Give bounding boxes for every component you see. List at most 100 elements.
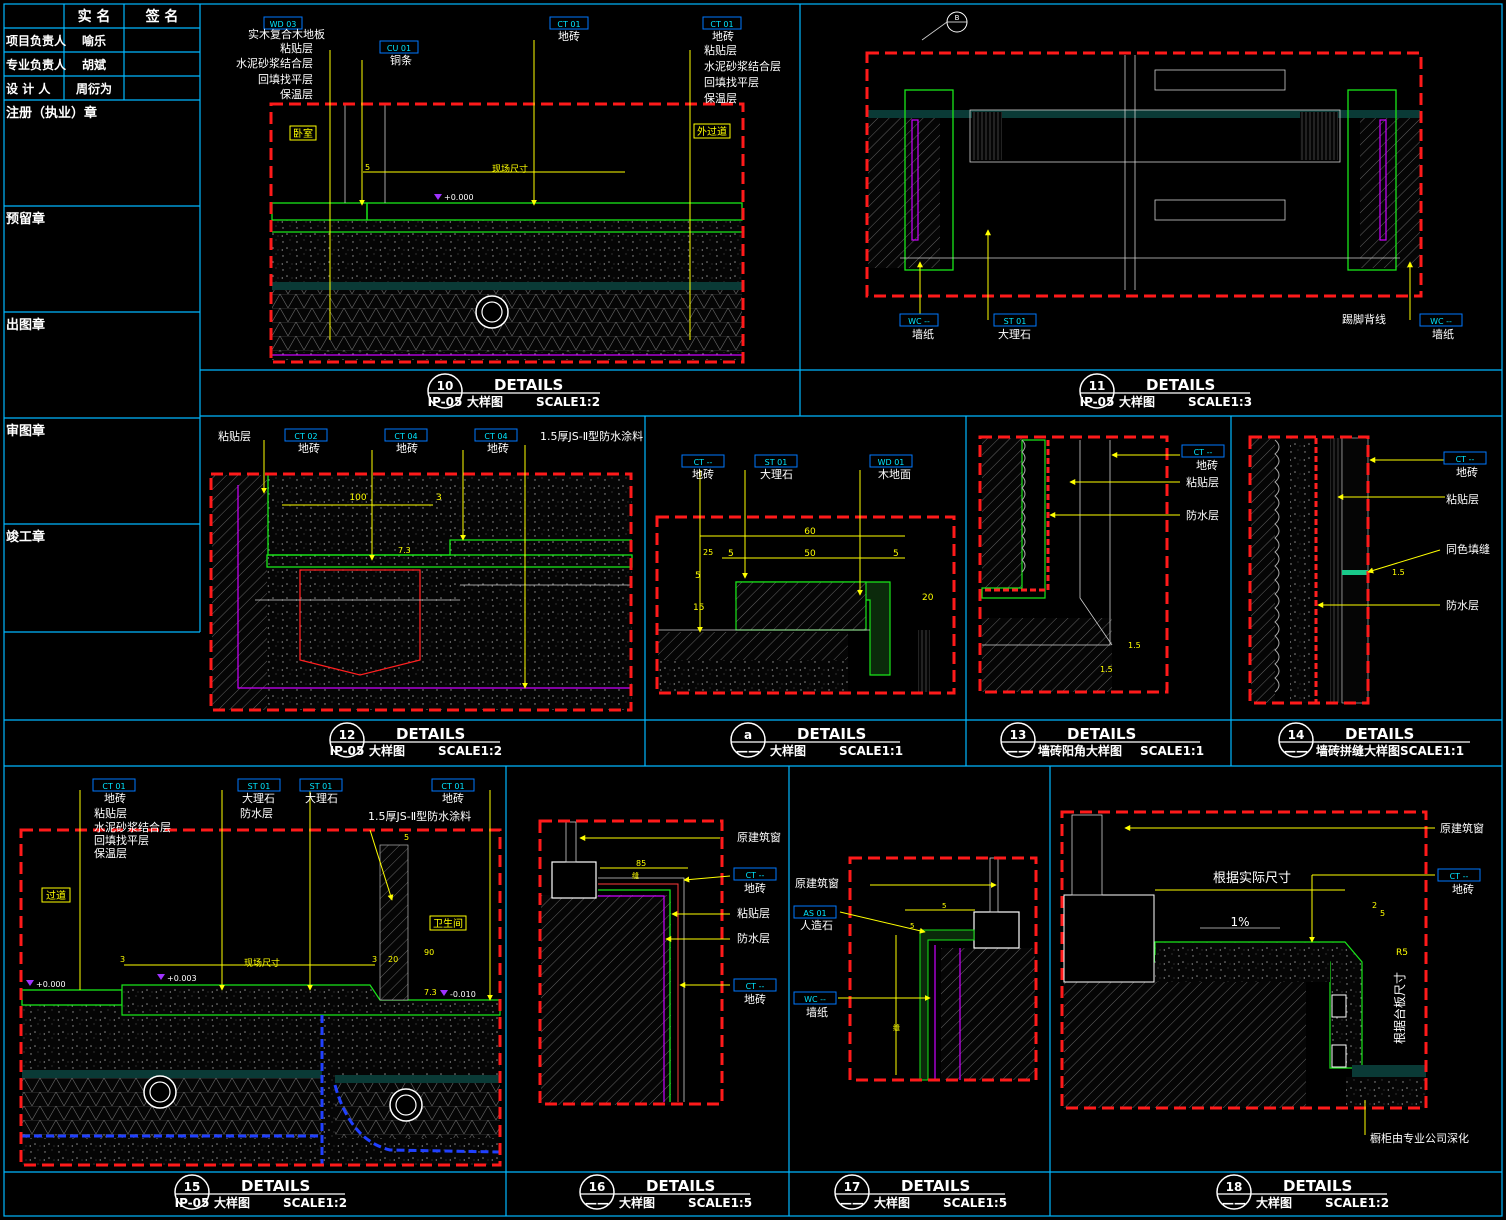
tag-ct-16b: CT -- [746, 982, 765, 991]
p10-room-corridor: 外过道 [697, 125, 727, 138]
caption-16-ref: —— [585, 1196, 609, 1210]
p10-label-adhesive: 粘贴层 [280, 41, 313, 55]
stamp-issue: 出图章 [6, 317, 45, 333]
tag-ct04-a: CT 04 [394, 432, 417, 441]
p16-label-tile-1: 地砖 [744, 881, 766, 895]
p12-dim-100: 100 [349, 493, 366, 503]
sheet-grid [3, 3, 1503, 1217]
caption-15-title: DETAILS [241, 1177, 310, 1195]
p11-label-marble: 大理石 [998, 327, 1031, 341]
p11-section-mark: B [955, 14, 960, 22]
p16-dim-85: 85 [636, 859, 646, 868]
tag-ct01-15b: CT 01 [441, 782, 464, 791]
caption-13: 13 —— DETAILS 墙砖阳角大样图 SCALE1:1 [1000, 722, 1204, 758]
p13-label-waterproof: 防水层 [1186, 508, 1219, 522]
caption-12-title: DETAILS [396, 725, 465, 743]
tag-as01: AS 01 [803, 909, 826, 918]
caption-15-number: 15 [184, 1180, 201, 1194]
p15-level-0: +0.000 [36, 980, 66, 989]
p10-label-mortar: 水泥砂浆结合层 [236, 56, 313, 70]
stamp-reserved: 预留章 [6, 211, 45, 227]
caption-12: 12 IP-05 DETAILS 大样图 SCALE1:2 [329, 722, 502, 758]
p15-label-tile: 地砖 [104, 791, 126, 805]
name-project-lead: 喻乐 [82, 33, 106, 48]
caption-11: 11 IP-05 DETAILS 大样图 SCALE1:3 [1079, 373, 1252, 409]
p15-dim-20: 20 [388, 955, 398, 964]
p11-label-skirting: 踢脚背线 [1342, 312, 1386, 326]
tag-ct-a: CT -- [694, 458, 713, 467]
p15-dim-90: 90 [424, 948, 434, 957]
p12-label-waterproof: 1.5厚JS-Ⅱ型防水涂料 [540, 429, 643, 443]
tag-st01-15b: ST 01 [310, 782, 333, 791]
caption-a-title: DETAILS [797, 725, 866, 743]
p14-label-waterproof: 防水层 [1446, 598, 1479, 612]
name-designer: 周衍为 [76, 81, 112, 96]
detail-17: 原建筑窗 AS 01 人造石 WC -- 墙纸 5 5 缝 [793, 856, 1038, 1082]
stamp-registration: 注册（执业）章 [6, 105, 97, 121]
caption-15: 15 IP-05 DETAILS 大样图 SCALE1:2 [174, 1174, 347, 1210]
pa-dim-50: 50 [804, 549, 816, 559]
caption-11-title: DETAILS [1146, 376, 1215, 394]
pa-label-woodfloor: 木地面 [878, 468, 911, 481]
caption-14-number: 14 [1288, 728, 1305, 742]
caption-13-desc: 墙砖阳角大样图 [1038, 743, 1122, 758]
pa-dim-5b: 5 [893, 549, 899, 559]
role-discipline-lead: 专业负责人 [6, 57, 67, 72]
p18-label-counter-size: 根据台板尺寸 [1392, 972, 1407, 1044]
caption-18-ref: —— [1222, 1196, 1246, 1210]
tag-ct02: CT 02 [294, 432, 317, 441]
p15-level-1: +0.003 [167, 974, 197, 983]
caption-a-scale: SCALE1:1 [839, 744, 903, 758]
detail-11: B WC -- ST 01 WC -- 墙纸 大理石 踢脚背线 墙纸 [865, 11, 1463, 341]
caption-16-title: DETAILS [646, 1177, 715, 1195]
pa-dim-60: 60 [804, 527, 816, 537]
p12-label-tile-2: 地砖 [396, 441, 418, 455]
p15-dim-3b: 3 [372, 955, 377, 964]
p12-dim-73: 7.3 [398, 546, 411, 555]
detail-18: 原建筑窗 CT -- 地砖 根据实际尺寸 根据台板尺寸 橱柜由专业公司深化 1%… [1060, 810, 1484, 1145]
p10-dim-site: 现场尺寸 [492, 163, 528, 175]
caption-12-scale: SCALE1:2 [438, 744, 502, 758]
detail-14: CT -- 地砖 粘贴层 同色填缝 防水层 1.5 [1248, 435, 1490, 705]
p12-label-tile-3: 地砖 [487, 441, 509, 455]
p16-label-adhesive: 粘贴层 [737, 906, 770, 920]
role-project-lead: 项目负责人 [6, 33, 67, 48]
p13-dim-b: 1.5 [1100, 665, 1113, 674]
p18-label-actual-size: 根据实际尺寸 [1213, 871, 1291, 886]
header-signature: 签 名 [145, 8, 179, 25]
p10-label-wood: 实木复合木地板 [248, 27, 325, 41]
stamp-completion: 竣工章 [6, 529, 45, 545]
p14-label-adhesive: 粘贴层 [1446, 492, 1479, 506]
caption-15-scale: SCALE1:2 [283, 1196, 347, 1210]
p17-label-window: 原建筑窗 [795, 876, 839, 890]
p13-label-tile: 地砖 [1196, 458, 1218, 472]
tag-wc-right: WC -- [1430, 317, 1452, 326]
p15-label-tile-right: 地砖 [442, 791, 464, 805]
caption-11-number: 11 [1089, 379, 1106, 393]
caption-16-desc: 大样图 [619, 1195, 655, 1210]
caption-a: a —— DETAILS 大样图 SCALE1:1 [730, 722, 903, 758]
pa-dim-20: 20 [922, 593, 934, 603]
p15-label-backfill: 回填找平层 [94, 833, 149, 847]
p15-label-insulation: 保温层 [94, 846, 127, 860]
p10-label-tile-right: 地砖 [712, 29, 734, 43]
p17-label-wallpaper: 墙纸 [806, 1005, 828, 1019]
tag-wc-left: WC -- [908, 317, 930, 326]
p15-label-adhesive: 粘贴层 [94, 806, 127, 820]
p16-label-waterproof: 防水层 [737, 931, 770, 945]
detail-16: 原建筑窗 CT -- 地砖 粘贴层 防水层 CT -- 地砖 85 缝 [538, 819, 781, 1106]
caption-11-scale: SCALE1:3 [1188, 395, 1252, 409]
tag-ct-16a: CT -- [746, 871, 765, 880]
caption-18: 18 —— DETAILS 大样图 SCALE1:2 [1216, 1174, 1389, 1210]
pa-label-tile: 地砖 [692, 467, 714, 481]
p13-label-adhesive: 粘贴层 [1186, 475, 1219, 489]
caption-18-desc: 大样图 [1256, 1195, 1292, 1210]
p15-label-marble-1: 大理石 [242, 791, 275, 805]
caption-18-scale: SCALE1:2 [1325, 1196, 1389, 1210]
caption-a-desc: 大样图 [770, 743, 806, 758]
caption-a-ref: —— [736, 744, 760, 758]
tag-st01-15a: ST 01 [248, 782, 271, 791]
p18-dim-2: 2 [1372, 901, 1377, 910]
caption-16-number: 16 [589, 1180, 606, 1194]
